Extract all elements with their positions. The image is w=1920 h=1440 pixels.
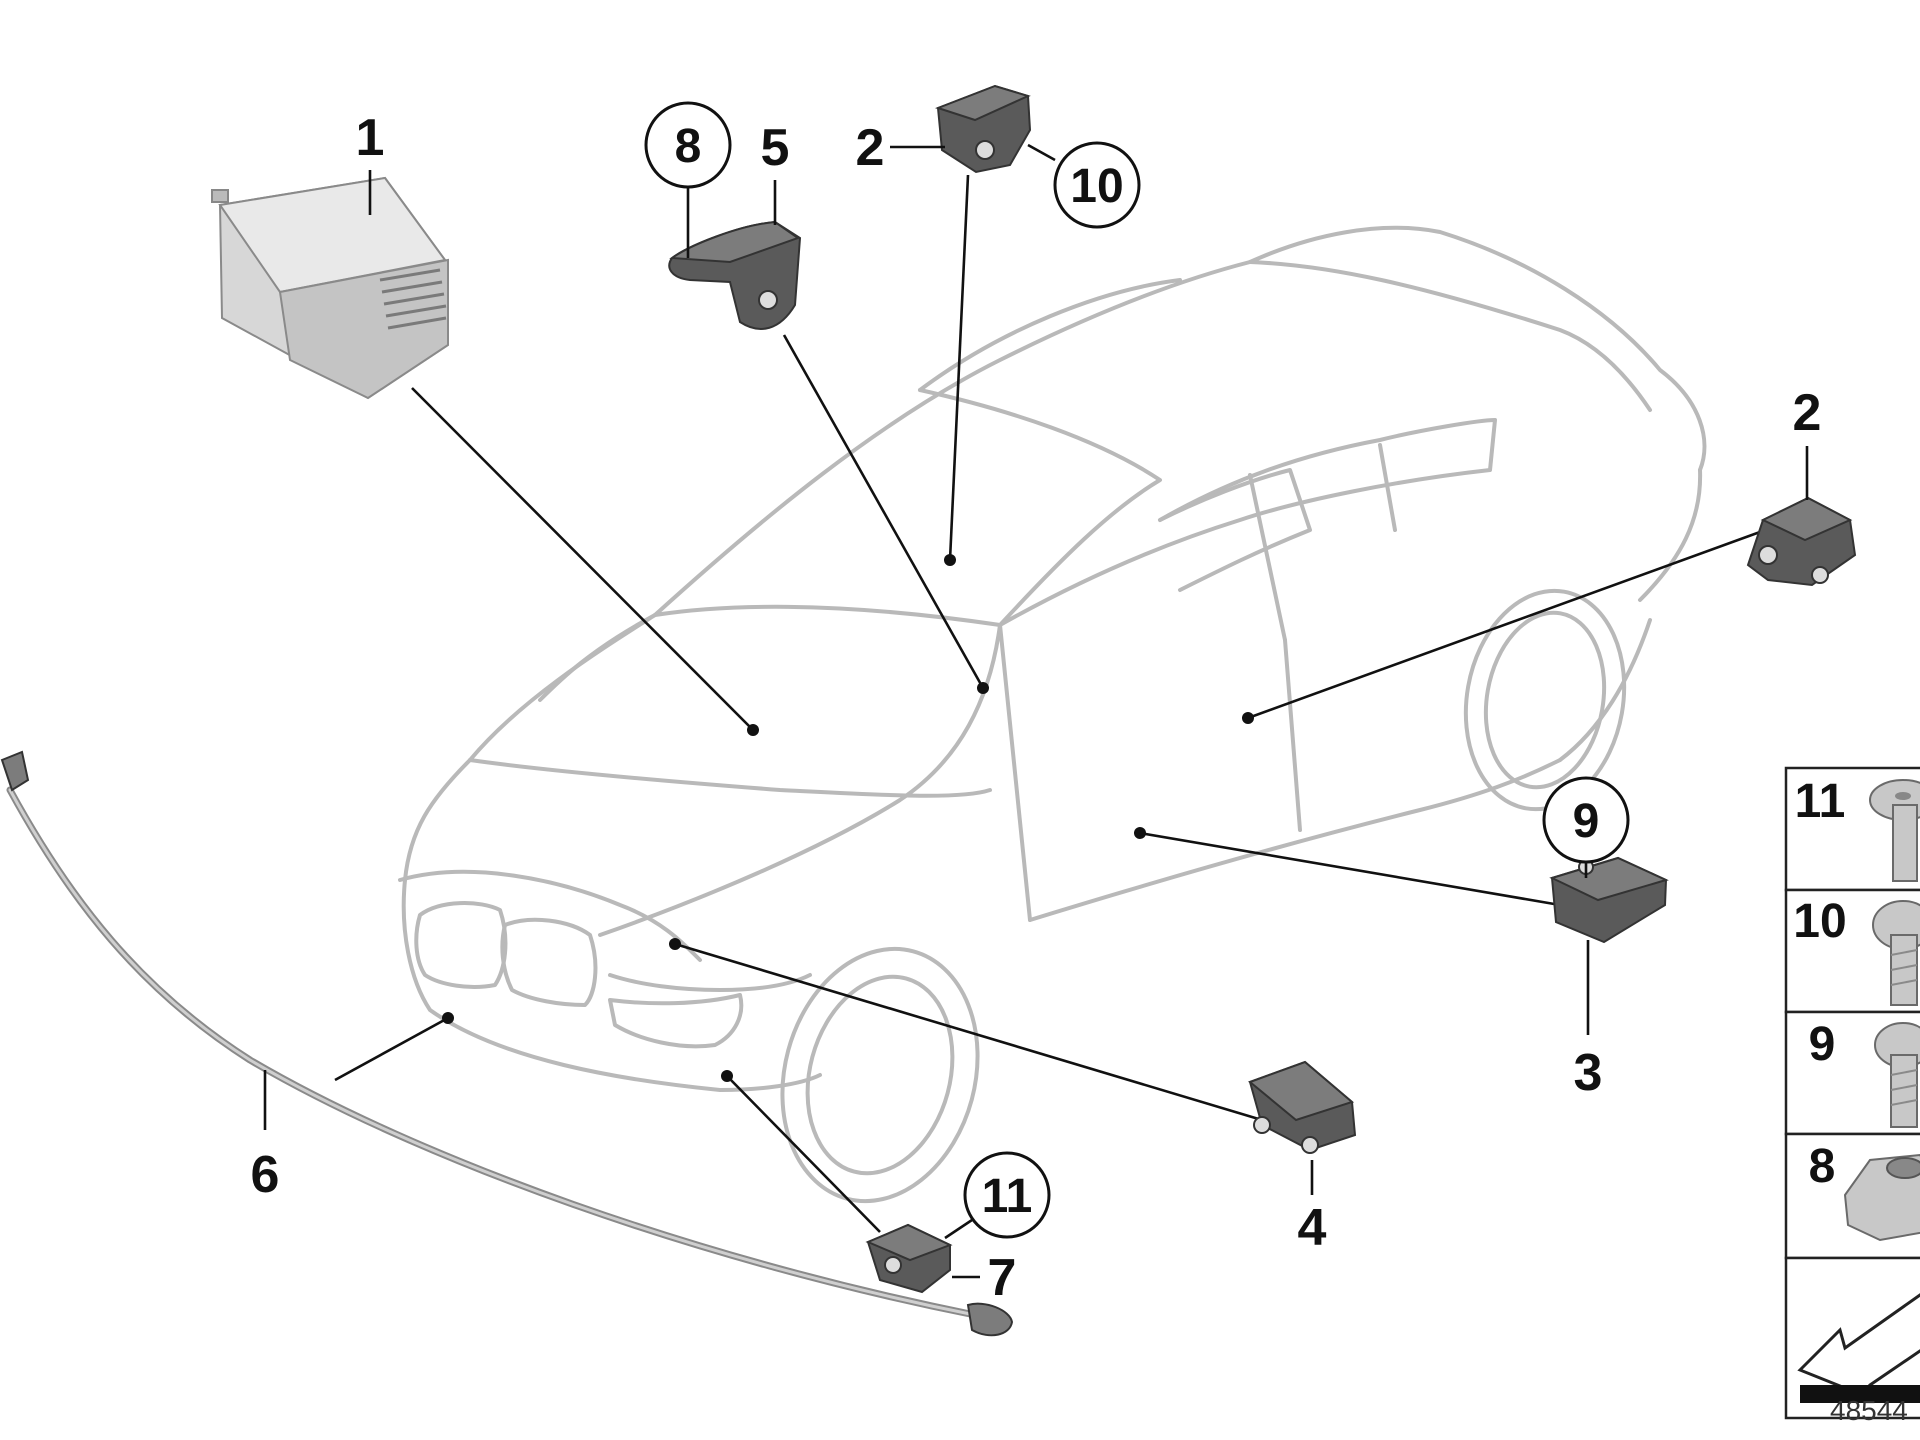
dot-4 <box>669 938 681 950</box>
callout-6: 6 <box>251 1146 280 1204</box>
part-2-right-sensor <box>1746 496 1857 587</box>
callout-2-top: 2 <box>856 119 885 177</box>
legend-item-10: 10 <box>1793 895 1846 948</box>
part-5-sensor <box>668 220 802 330</box>
part-4-sensor <box>1248 1060 1357 1154</box>
car-outline <box>398 225 1707 1204</box>
dot-6 <box>442 1012 454 1024</box>
dot-3 <box>1134 827 1146 839</box>
legend-item-9: 9 <box>1809 1018 1836 1071</box>
callout-8: 8 <box>675 120 702 173</box>
reference-number: 48544 <box>1830 1395 1908 1426</box>
dot-5 <box>977 682 989 694</box>
arrow-symbol-icon <box>1797 1293 1920 1403</box>
dot-2-top <box>944 554 956 566</box>
callout-7: 7 <box>988 1249 1017 1307</box>
hardware-legend: 11 10 9 8 <box>1784 766 1920 1420</box>
dot-7 <box>721 1070 733 1082</box>
part-2-top-sensor <box>935 84 1032 174</box>
legend-item-11: 11 <box>1795 775 1846 828</box>
leader-lines <box>334 174 1761 1233</box>
legend-item-8: 8 <box>1809 1140 1836 1193</box>
callout-10: 10 <box>1070 160 1123 213</box>
dot-1 <box>747 724 759 736</box>
callout-labels: 1 8 5 2 10 2 9 3 4 11 7 <box>251 101 1822 1307</box>
callout-8-circle <box>644 101 732 189</box>
callout-4: 4 <box>1298 1199 1327 1257</box>
callout-10-circle <box>1053 141 1141 229</box>
part-3-sensor <box>1549 856 1669 944</box>
part-6-cable <box>0 750 1014 1337</box>
bolt-10-icon <box>1872 900 1920 1006</box>
callout-11: 11 <box>982 1170 1033 1223</box>
part-7-sensor <box>865 1223 953 1294</box>
bolt-9-icon <box>1874 1022 1920 1128</box>
callout-9: 9 <box>1573 795 1600 848</box>
callout-2-right: 2 <box>1793 384 1822 442</box>
nut-8-icon <box>1843 1153 1920 1242</box>
dot-2-right <box>1242 712 1254 724</box>
callout-3: 3 <box>1574 1044 1603 1102</box>
callout-1: 1 <box>356 109 385 167</box>
part-1-control-unit <box>211 176 450 400</box>
callout-5: 5 <box>761 119 790 177</box>
bolt-11-icon <box>1869 779 1920 882</box>
callout-11-circle <box>963 1151 1051 1239</box>
